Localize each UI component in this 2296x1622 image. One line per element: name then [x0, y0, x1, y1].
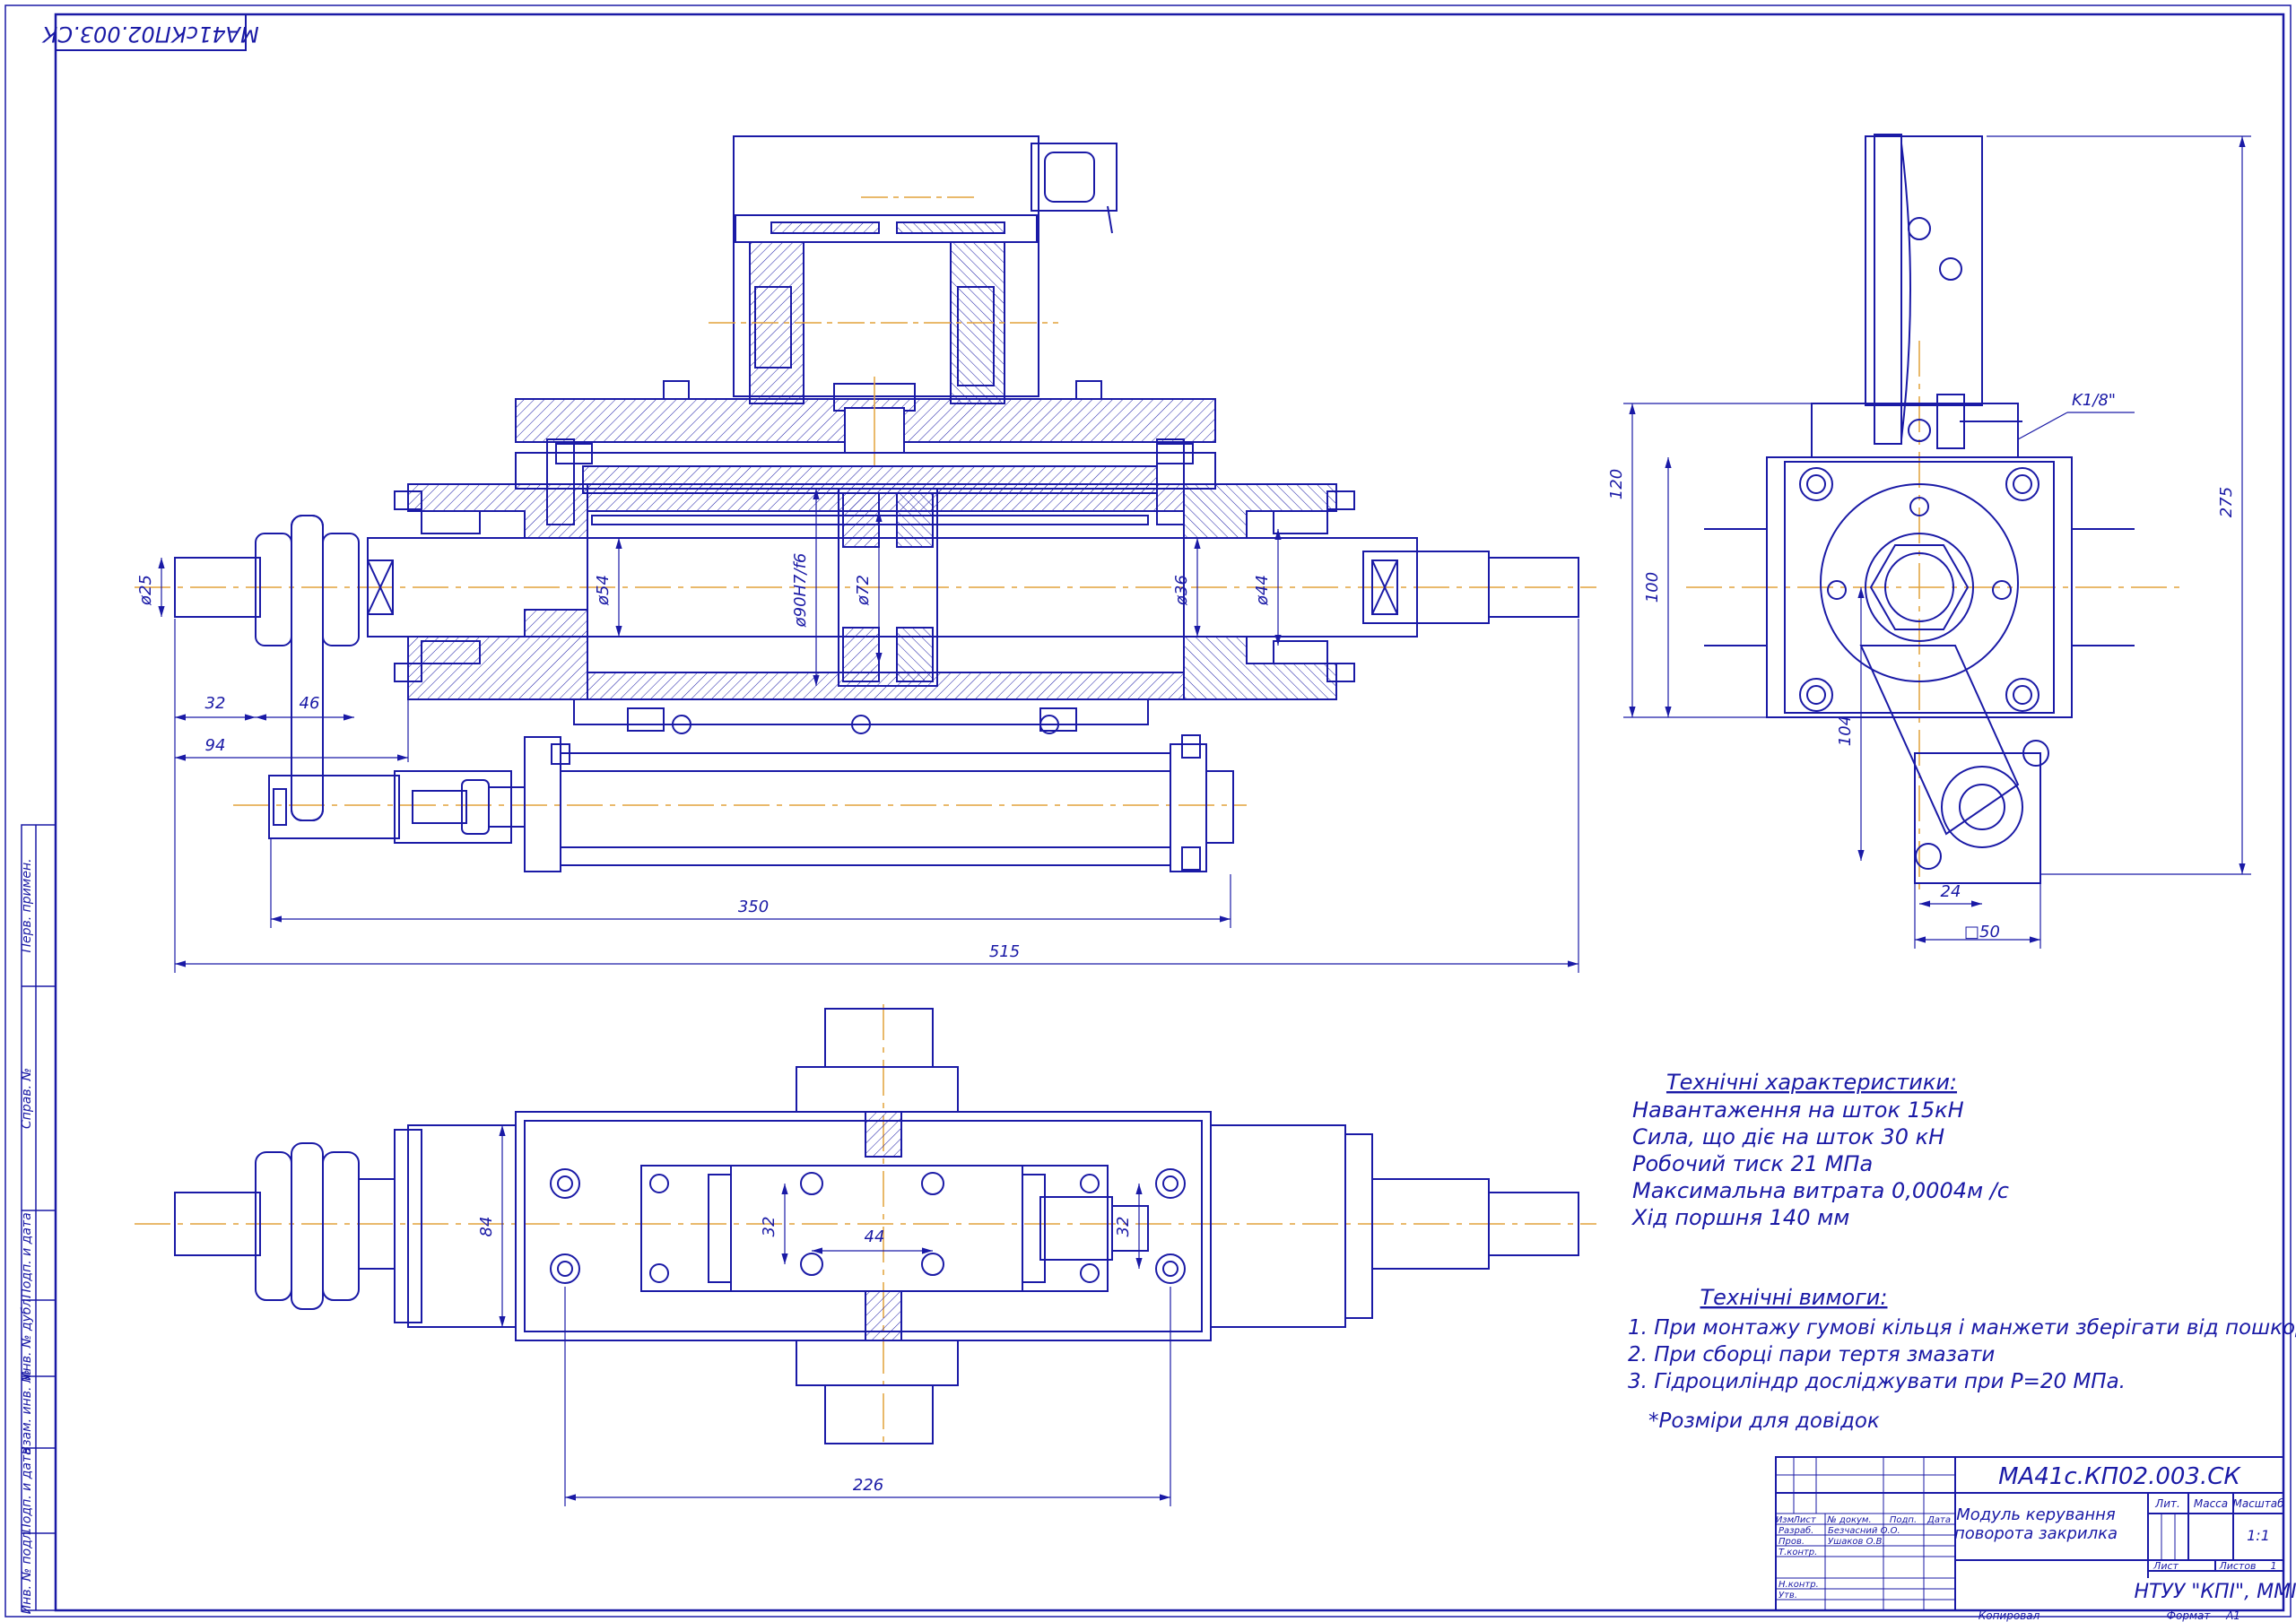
svg-text:1: 1 [2271, 1560, 2277, 1572]
part-name-1: Модуль керування [1956, 1505, 2116, 1524]
svg-text:ø25: ø25 [136, 575, 155, 606]
svg-text:Формат: Формат [2167, 1609, 2212, 1622]
tech-char-line: Сила, що діє на шток 30 кН [1632, 1124, 1944, 1149]
side-view [1686, 134, 2179, 897]
svg-text:Безчасний О.О.: Безчасний О.О. [1828, 1526, 1900, 1536]
title-block-text: МА41с.КП02.003.СК Модуль керування повор… [1776, 1463, 2296, 1622]
tech-char-line: Максимальна витрата 0,0004м /с [1632, 1178, 2009, 1203]
svg-text:Т.контр.: Т.контр. [1779, 1548, 1817, 1557]
svg-text:Лист: Лист [2152, 1560, 2179, 1572]
svg-text:104: 104 [1836, 716, 1855, 746]
svg-text:120: 120 [1607, 469, 1626, 499]
sheet-frame [4, 4, 2292, 1618]
svg-text:32: 32 [1114, 1217, 1133, 1237]
svg-text:Инв. № дубл.: Инв. № дубл. [20, 1295, 34, 1381]
organization: НТУУ "КПІ", ММІ [2134, 1581, 2296, 1603]
svg-text:Пров.: Пров. [1779, 1537, 1805, 1547]
svg-text:84: 84 [477, 1217, 496, 1237]
side-dimension-labels: K1/8" 120 100 104 275 24 □50 [1607, 391, 2236, 941]
doc-code: МА41с.КП02.003.СК [1998, 1463, 2241, 1490]
svg-text:ø54: ø54 [594, 575, 613, 606]
svg-text:ø72: ø72 [854, 575, 873, 606]
svg-text:Н.контр.: Н.контр. [1779, 1580, 1819, 1590]
svg-text:46: 46 [300, 694, 320, 713]
svg-text:Ушаков О.В.: Ушаков О.В. [1828, 1537, 1885, 1547]
svg-text:Масса: Масса [2194, 1497, 2228, 1510]
tech-requirements-title: Технічні вимоги: [1700, 1285, 1888, 1310]
tech-char-line: Навантаження на шток 15кН [1632, 1097, 1964, 1123]
svg-text:Листов: Листов [2218, 1560, 2256, 1572]
reference-note: *Розміри для довідок [1648, 1409, 1880, 1433]
tech-characteristics-title: Технічні характеристики: [1666, 1070, 1957, 1095]
tech-req-line: 1. При монтажу гумові кільця і манжети з… [1628, 1316, 2296, 1340]
svg-text:№ докум.: № докум. [1826, 1515, 1871, 1525]
svg-text:Справ. №: Справ. № [20, 1068, 34, 1129]
tech-characteristics: Технічні характеристики: Навантаження на… [1631, 1070, 2009, 1230]
svg-text:Подп.: Подп. [1890, 1515, 1917, 1525]
svg-text:МА41сКП02.003.СК: МА41сКП02.003.СК [41, 22, 258, 47]
svg-text:Лит.: Лит. [2154, 1497, 2180, 1510]
top-dimensions [499, 1125, 1171, 1506]
svg-text:275: 275 [2217, 487, 2236, 517]
tech-req-line: 2. При сборці пари тертя змазати [1628, 1343, 1995, 1366]
svg-text:Лист: Лист [1792, 1515, 1817, 1525]
top-dimension-labels: 84 32 44 32 226 [477, 1217, 1133, 1495]
svg-text:32: 32 [205, 694, 226, 713]
svg-text:Копировал: Копировал [1979, 1609, 2040, 1622]
svg-text:350: 350 [738, 898, 769, 916]
svg-text:94: 94 [205, 736, 226, 755]
svg-text:ø90H7/f6: ø90H7/f6 [791, 553, 810, 629]
title-block [1775, 1456, 2284, 1611]
svg-text:K1/8": K1/8" [2072, 391, 2116, 410]
svg-text:□50: □50 [1964, 923, 2000, 941]
svg-text:Подп. и дата: Подп. и дата [20, 1447, 34, 1532]
svg-text:100: 100 [1643, 572, 1662, 603]
svg-text:1:1: 1:1 [2247, 1527, 2270, 1544]
tech-char-line: Робочий тиск 21 МПа [1632, 1151, 1873, 1176]
svg-text:24: 24 [1941, 882, 1961, 901]
svg-text:Подп. и дата: Подп. и дата [20, 1212, 34, 1297]
svg-text:Разраб.: Разраб. [1779, 1525, 1813, 1536]
svg-text:44: 44 [865, 1227, 885, 1246]
svg-text:32: 32 [760, 1217, 778, 1237]
side-dimensions [1623, 135, 2251, 949]
svg-text:А1: А1 [2225, 1609, 2240, 1622]
svg-text:ø36: ø36 [1172, 575, 1191, 606]
svg-text:Инв. № подл.: Инв. № подл. [20, 1528, 34, 1615]
svg-text:Взам. инв. №: Взам. инв. № [20, 1369, 34, 1454]
left-strip [21, 824, 57, 1611]
top-view [135, 1004, 1596, 1444]
part-name-2: поворота закрилка [1954, 1524, 2118, 1543]
front-dimension-labels: ø25 ø54 ø90H7/f6 ø72 ø36 ø44 32 46 94 35… [136, 553, 1272, 961]
svg-text:Изм: Изм [1776, 1515, 1795, 1525]
svg-text:ø44: ø44 [1253, 575, 1272, 606]
title-block-grid [1776, 1457, 2176, 1610]
top-stamp: МА41сКП02.003.СК [41, 13, 259, 51]
svg-text:515: 515 [989, 942, 1020, 961]
front-dimensions [158, 489, 1579, 973]
svg-text:Перв. примен.: Перв. примен. [20, 858, 34, 952]
tech-req-line: 3. Гідроциліндр досліджувати при Р=20 МП… [1628, 1370, 2126, 1393]
svg-text:Масштаб: Масштаб [2232, 1497, 2284, 1510]
front-view [135, 135, 1596, 872]
left-strip-labels: Перв. примен. Справ. № Подп. и дата Инв.… [20, 858, 34, 1614]
svg-text:Дата: Дата [1926, 1515, 1951, 1525]
svg-text:Утв.: Утв. [1779, 1591, 1797, 1600]
tech-requirements: Технічні вимоги: 1. При монтажу гумові к… [1628, 1285, 2296, 1433]
tech-char-line: Хід поршня 140 мм [1631, 1205, 1849, 1230]
svg-text:226: 226 [853, 1476, 883, 1495]
